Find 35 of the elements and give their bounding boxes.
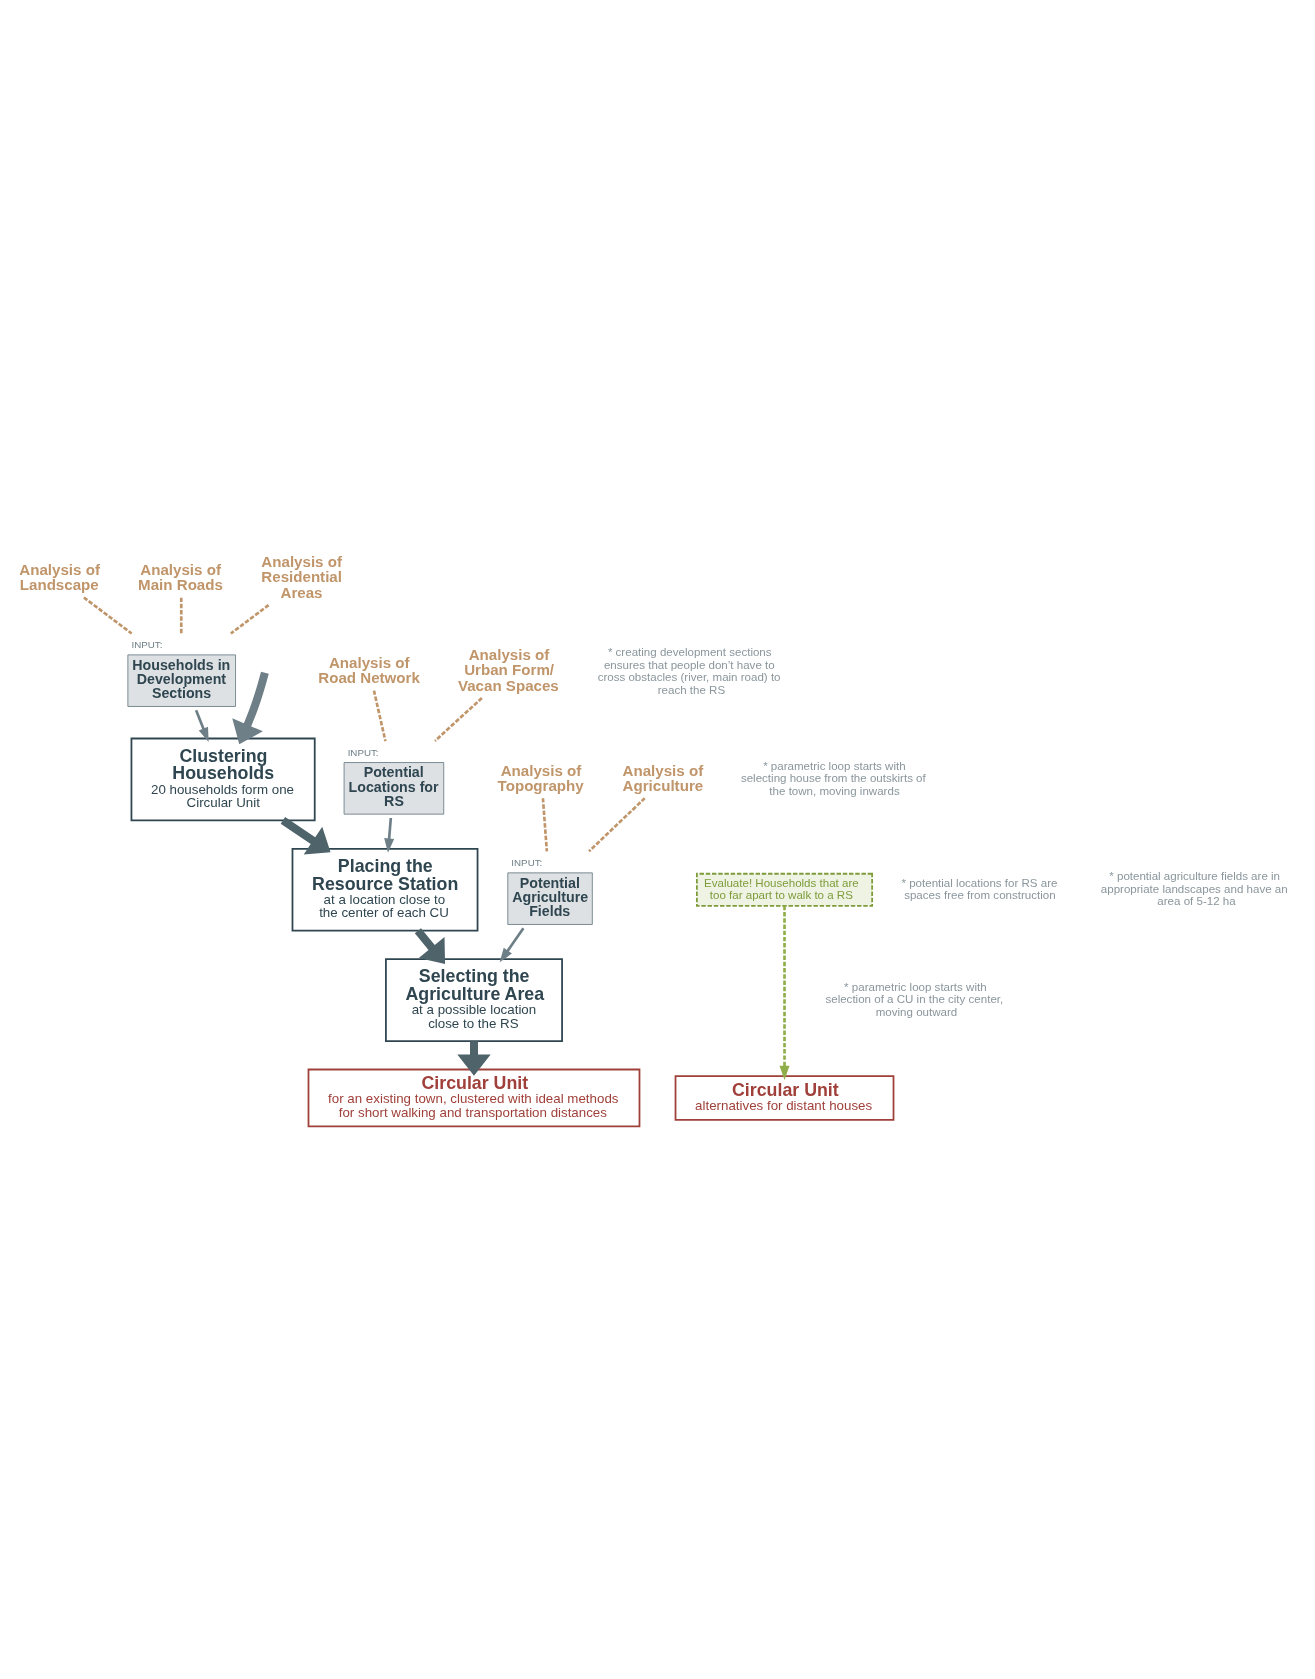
arrow: [232, 671, 269, 745]
connector: [372, 690, 387, 742]
label: * parametric loop starts with selecting house from the outskirts of the town, moving inwards: [740, 760, 926, 797]
label: * creating development sections ensures that people don’t have to cross obstacles (river, main road) to reach the RS: [597, 646, 781, 696]
arrow: [194, 709, 209, 742]
arrow: [384, 817, 395, 853]
connector: [588, 797, 646, 853]
connector: [541, 798, 549, 852]
arrow: [779, 905, 790, 1080]
node-label: INPUT:: [347, 747, 379, 759]
connector: [230, 604, 270, 635]
node-box: Circular Unit for an existing town, clustered with ideal methods for short walking and transportation distances: [307, 1068, 641, 1128]
node-box: Selecting the Agriculture Area at a possible location close to the RS: [385, 958, 563, 1042]
node-text: Analysis of Urban Form/ Vacan Spaces: [457, 646, 559, 694]
connector: [83, 596, 133, 635]
connector: [179, 597, 183, 634]
arrow: [280, 817, 331, 855]
label: * parametric loop starts with selection of a CU in the city center, moving outward: [825, 980, 1004, 1018]
node-text: Analysis of Main Roads: [138, 560, 223, 594]
arrow: [499, 927, 525, 963]
node-box: Clustering Households 20 households form one Circular Unit: [130, 737, 316, 822]
node-label: INPUT:: [131, 639, 163, 651]
node-text: Analysis of Residential Areas: [261, 553, 342, 601]
node-text: Analysis of Agriculture: [622, 761, 704, 794]
node-text: Analysis of Landscape: [19, 560, 100, 594]
node-label: INPUT:: [511, 857, 543, 869]
label: * potential locations for RS are spaces free from construction: [901, 876, 1058, 902]
node-box: Circular Unit alternatives for distant houses: [674, 1075, 895, 1121]
arrow: [414, 928, 446, 964]
node-text: Analysis of Topography: [497, 761, 584, 794]
node-box: Evaluate! Households that are too far apart to walk to a RS: [696, 872, 874, 907]
node-text: Analysis of Road Network: [318, 653, 420, 686]
node-box: Placing the Resource Station at a location close to the center of each CU: [291, 847, 479, 932]
connector: [434, 697, 483, 742]
label: * potential agriculture fields are in appropriate landscapes and have an area of 5-12 ha: [1100, 870, 1288, 908]
